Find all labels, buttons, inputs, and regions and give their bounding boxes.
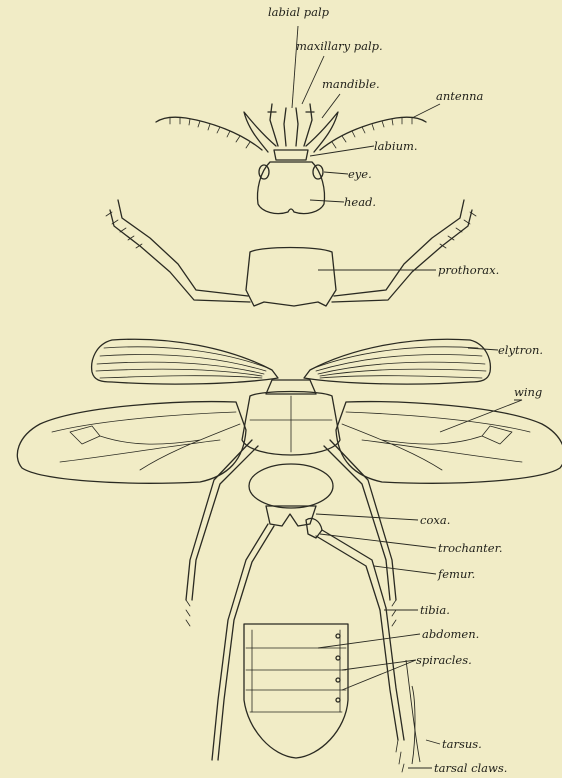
- trochanter: [306, 518, 322, 538]
- head-part: [156, 104, 426, 214]
- spiracle-4: [336, 698, 340, 702]
- leg-right-mid: [324, 440, 396, 600]
- label-wing: wing: [514, 385, 542, 399]
- legs-part: [186, 440, 404, 772]
- abdomen-base: [249, 464, 333, 508]
- foreleg-left: [110, 200, 250, 302]
- label-abdomen: abdomen.: [422, 627, 479, 641]
- femur-right: [316, 530, 386, 610]
- labels: labial palp maxillary palp. mandible. an…: [268, 5, 543, 775]
- spiracle-3: [336, 678, 340, 682]
- spiracle-2: [336, 656, 340, 660]
- tibia-right: [380, 608, 404, 740]
- leg-left-hind: [212, 524, 274, 760]
- label-labium: labium.: [374, 139, 418, 153]
- label-labial-palp: labial palp: [268, 5, 330, 19]
- label-tibia: tibia.: [420, 603, 450, 617]
- label-mandible: mandible.: [322, 77, 380, 91]
- label-antenna: antenna: [436, 89, 484, 103]
- head-capsule: [258, 162, 325, 214]
- wing-left: [17, 402, 246, 484]
- elytra-part: [92, 339, 491, 384]
- labial-palp: [284, 108, 298, 146]
- abdomen: [244, 624, 348, 758]
- mandible-left: [244, 112, 276, 152]
- label-maxillary-palp: maxillary palp.: [296, 39, 383, 53]
- wings-part: [17, 380, 562, 508]
- antenna-left: [156, 117, 262, 150]
- label-coxa: coxa.: [420, 513, 450, 527]
- coxa: [266, 506, 316, 526]
- label-eye: eye.: [348, 167, 372, 181]
- abdomen-part: [244, 624, 348, 758]
- label-femur: femur.: [437, 567, 475, 581]
- labium: [274, 150, 308, 160]
- label-tarsal-claws: tarsal claws.: [434, 761, 507, 775]
- eye-right: [313, 165, 323, 179]
- label-trochanter: trochanter.: [438, 541, 502, 555]
- label-head: head.: [344, 195, 376, 209]
- label-prothorax: prothorax.: [438, 263, 499, 277]
- eye-left: [259, 165, 269, 179]
- prothorax: [246, 248, 336, 307]
- label-tarsus: tarsus.: [442, 737, 482, 751]
- wing-right: [336, 402, 562, 484]
- prothorax-part: [106, 200, 476, 306]
- spiracle-1: [336, 634, 340, 638]
- label-elytron: elytron.: [498, 343, 543, 357]
- leader-lines: [292, 26, 522, 768]
- foreleg-right: [332, 200, 472, 302]
- label-spiracles: spiracles.: [416, 653, 472, 667]
